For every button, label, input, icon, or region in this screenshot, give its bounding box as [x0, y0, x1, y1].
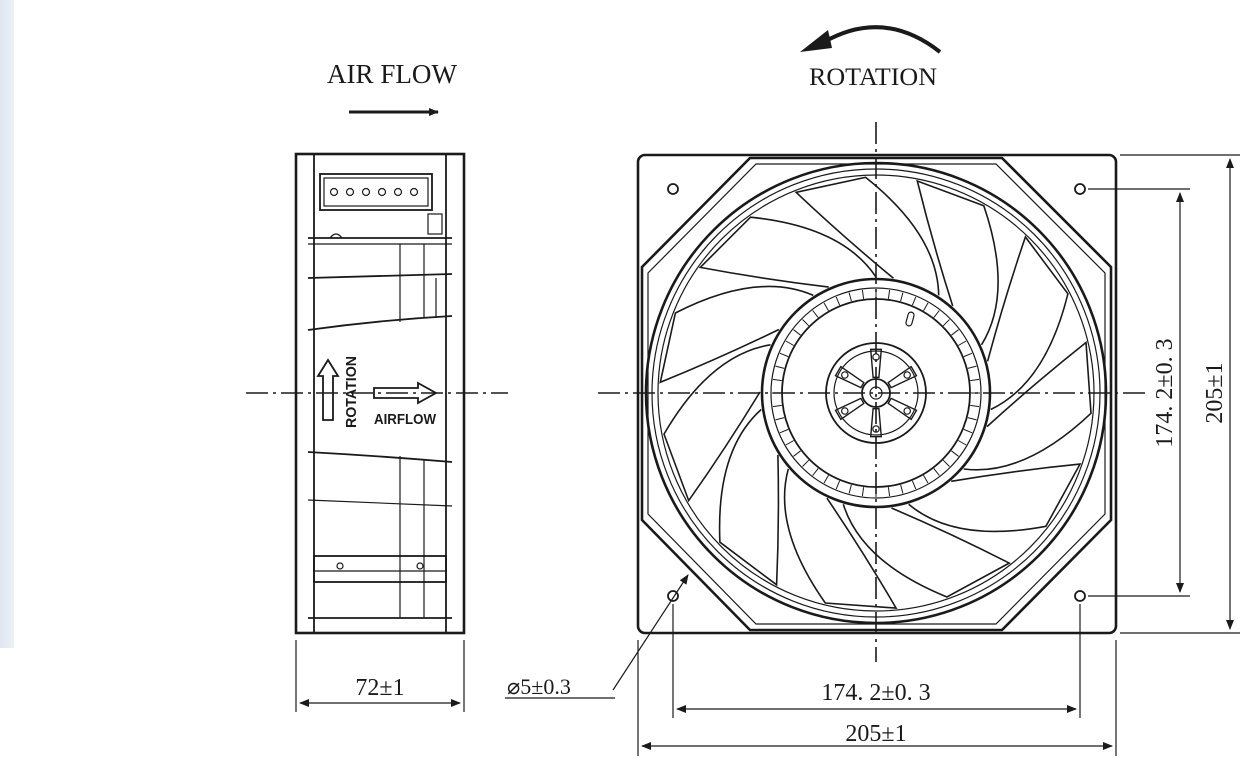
fan-blade: [718, 408, 780, 587]
hub-rib: [887, 289, 891, 299]
motor-bolt: [903, 371, 912, 379]
hub-rib: [958, 340, 967, 346]
fan-blade: [916, 179, 999, 346]
motor-spokes: [834, 348, 918, 438]
airflow-arrow-small: [373, 381, 438, 405]
hole-spacing-h-text: 174. 2±0. 3: [821, 680, 930, 706]
connector-block: [319, 173, 433, 211]
hub-rib: [802, 319, 810, 327]
side-airflow-label: AIRFLOW: [374, 411, 437, 428]
motor-spoke: [887, 365, 918, 389]
motor-spoke: [869, 348, 883, 378]
hub-rib: [923, 475, 929, 484]
fan-blade: [663, 344, 771, 503]
hole-spacing-v-text: 174. 2±0. 3: [1152, 338, 1178, 447]
side-view: AIR FLOW ROTATION AIRFLOW: [246, 59, 508, 712]
hub-rib: [802, 459, 810, 467]
motor-spoke: [869, 408, 883, 438]
fan-blade: [986, 235, 1069, 411]
rotation-heading: ROTATION: [809, 64, 937, 91]
motor-bolt: [840, 407, 849, 415]
front-view: ROTATION ⌀5±0.3: [505, 25, 1240, 756]
hub-ribs: [772, 289, 980, 497]
hub-rib: [772, 378, 782, 382]
hub-rib: [861, 289, 865, 299]
motor-spoke: [834, 397, 865, 421]
hub-rib: [793, 329, 801, 336]
fan-blade: [842, 504, 1011, 598]
hub-rib: [812, 468, 819, 476]
motor-bolt: [840, 371, 849, 379]
hub-rib: [835, 296, 841, 306]
hub-rib: [942, 319, 950, 327]
hole-dia-dim: ⌀5±0.3: [507, 674, 571, 699]
hole-leader: [612, 574, 689, 691]
side-rotation-label: ROTATION: [343, 356, 360, 428]
depth-dim-text: 72±1: [355, 675, 404, 701]
hub-rib: [779, 352, 789, 358]
hub-rib: [970, 404, 980, 408]
hub-rib: [951, 450, 959, 457]
fan-blade: [794, 176, 940, 296]
hub-rib: [900, 292, 904, 302]
hub-rib: [861, 487, 865, 497]
mount-hole-tl: [667, 183, 679, 195]
mount-bracket: [313, 555, 447, 583]
motor-spoke: [887, 397, 918, 421]
hub-rib: [951, 329, 959, 336]
hub-rib: [775, 417, 785, 421]
rotation-curve-arrow: [823, 25, 942, 54]
hub-rib: [911, 296, 917, 306]
rotation-arrow-small: [316, 358, 340, 421]
fan-blade: [659, 285, 814, 384]
motor-cap: [825, 342, 927, 444]
hub-rib: [958, 440, 967, 446]
venturi-octagon: [640, 156, 1113, 632]
hub-rib: [848, 292, 852, 302]
hub-rib: [963, 352, 973, 358]
hub-rib: [785, 340, 794, 346]
hub-rib: [933, 310, 940, 318]
hub-rib: [911, 480, 917, 490]
fan-blade: [963, 340, 1092, 471]
motor-spoke: [834, 365, 865, 389]
mount-hole-tr: [1074, 183, 1086, 195]
hub-rib: [963, 428, 973, 434]
hub-rib: [887, 487, 891, 497]
connector-pins: [329, 187, 419, 197]
motor-bolt: [872, 425, 880, 433]
hub-rib: [793, 450, 801, 457]
mount-hole-bl: [667, 590, 679, 602]
hub-rib: [967, 417, 977, 421]
mount-hole-br: [1074, 590, 1086, 602]
hub-rib: [967, 365, 977, 369]
hub-rib: [835, 480, 841, 490]
fan-blades: [659, 176, 1092, 610]
hub-rib: [775, 365, 785, 369]
hub-rib: [942, 459, 950, 467]
hub-rib: [772, 404, 782, 408]
hub-rib: [823, 302, 829, 311]
hub-rib: [900, 484, 904, 494]
hub-rib: [823, 475, 829, 484]
hub-rib: [812, 310, 819, 318]
overall-height-text: 205±1: [1202, 362, 1228, 423]
hub-rib: [933, 468, 940, 476]
fan-blade: [698, 216, 877, 288]
hub-rib: [785, 440, 794, 446]
viewer-edge: [0, 0, 14, 648]
airflow-heading: AIR FLOW: [327, 59, 458, 89]
motor-bolt: [903, 407, 912, 415]
hub-rib: [923, 302, 929, 311]
fan-blade: [783, 468, 898, 610]
hub-rib: [970, 378, 980, 382]
front-frame: [636, 153, 1118, 635]
fan-blade: [908, 463, 1082, 533]
hub-rib: [779, 428, 789, 434]
overall-width-text: 205±1: [845, 721, 906, 747]
hub-rib: [848, 484, 852, 494]
